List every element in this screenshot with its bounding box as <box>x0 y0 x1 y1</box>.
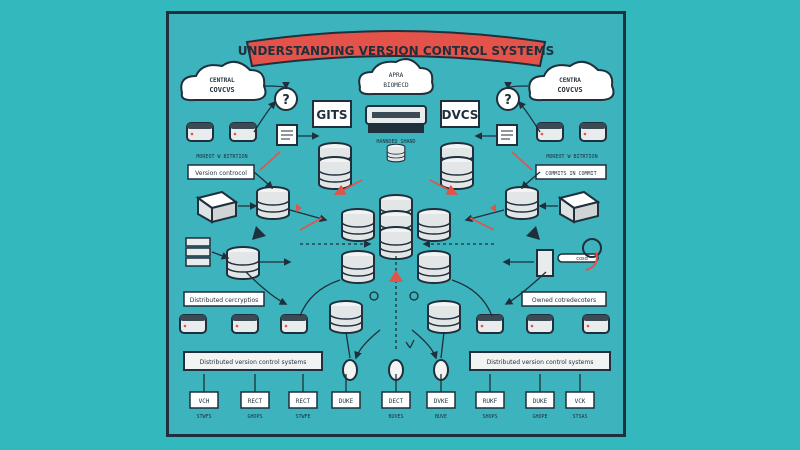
bottom-card-label: RECT <box>248 398 263 405</box>
connector-lines <box>211 81 558 360</box>
bottom-card: VCH STWFS <box>189 374 219 420</box>
banner-left: Distributed version control systems <box>183 351 323 371</box>
link-icons <box>369 291 419 349</box>
database-icon-mid-right <box>417 208 451 242</box>
accent-arrows <box>259 151 533 231</box>
bottom-card-caption: STWFS <box>196 414 211 420</box>
drive-row <box>179 314 610 334</box>
node-cluster-left: MOREOT W BITRTION <box>186 122 298 160</box>
bottom-card: RECT STWFE <box>288 374 318 420</box>
bottom-card-caption: GHOPS <box>247 414 262 420</box>
cloud-label-left-2: COVCVS <box>209 86 234 94</box>
dvcs-label: DVCS <box>442 108 479 122</box>
cloud-icon-left: CENTRAL COVCVS <box>180 60 267 102</box>
terminal-icon-left <box>195 190 239 224</box>
cloud-label-right-2: COVCVS <box>557 86 582 94</box>
database-icon-side-right <box>505 186 539 220</box>
question-icon-right: ? <box>496 87 520 111</box>
node-cluster-right: MOREOT W BITRTION <box>496 122 607 160</box>
cloud-label-right-1: CENTRA <box>559 77 581 84</box>
dvcs-box: DVCS <box>440 100 480 128</box>
bottom-card-label: DVKE <box>434 398 449 405</box>
cloud-icon-center: APRA BIOMECD <box>358 58 434 96</box>
banner-right: Distributed version control systems <box>469 351 611 371</box>
svg-text:?: ? <box>282 93 290 108</box>
bottom-card-box <box>189 391 219 409</box>
svg-text:Distributed version control sy: Distributed version control systems <box>200 359 307 366</box>
label-commits: COMMITS IN COMMIT <box>535 164 607 180</box>
database-icon-upper-left <box>318 142 352 190</box>
bottom-card-label: RECT <box>296 398 311 405</box>
label-version-control: Version controcol <box>187 164 255 180</box>
cloud-label-center-2: BIOMECD <box>383 82 409 89</box>
bottom-card: DUKE <box>331 374 361 409</box>
svg-text:Distributed cercryptios: Distributed cercryptios <box>190 297 259 304</box>
server-caption: HANNOED SHAND <box>376 139 415 145</box>
bottom-card: DECT BUVES <box>381 374 411 420</box>
svg-text:Distributed version control sy: Distributed version control systems <box>487 359 594 366</box>
bottom-card-label: VCH <box>199 398 210 405</box>
right-node-caption: MOREOT W BITRTION <box>546 154 597 160</box>
bottom-card-box <box>288 391 318 409</box>
label-owned: Owned cotredecoters <box>521 291 607 307</box>
stack-icon-left <box>185 237 211 267</box>
bottom-card-box <box>240 391 270 409</box>
title-ribbon: UNDERSTANDING VERSION CONTROL SYSTEMS <box>238 30 555 68</box>
bottom-card-caption: STWFE <box>295 414 310 420</box>
cloud-label-center-1: APRA <box>389 72 404 79</box>
diagram-title: UNDERSTANDING VERSION CONTROL SYSTEMS <box>238 44 555 58</box>
cloud-icon-right: CENTRA COVCVS <box>528 60 615 102</box>
bottom-card: RECT GHOPS <box>240 374 270 420</box>
brush-icon: cosd <box>536 238 602 277</box>
bottom-card-label: DECT <box>389 398 404 405</box>
bottom-card-caption: STSAS <box>572 414 587 420</box>
bottom-card-box <box>331 391 361 409</box>
svg-text:?: ? <box>504 93 512 108</box>
bottom-card-label: DUKE <box>339 398 354 405</box>
bottom-card: RUKF SHOPS <box>475 374 505 420</box>
gits-label: GITS <box>316 108 347 122</box>
bottom-card-label: DUKE <box>533 398 548 405</box>
bottom-card-label: RUKF <box>483 398 498 405</box>
database-icon-mid-left <box>341 208 375 242</box>
bottom-card-box <box>426 391 456 409</box>
svg-text:Owned cotredecoters: Owned cotredecoters <box>532 297 596 304</box>
bottom-card: DVKE BUVE <box>426 374 456 420</box>
database-icon-upper-right <box>440 142 474 190</box>
bottom-card-box <box>565 391 595 409</box>
arrow-icon-sides <box>252 204 540 240</box>
bottom-card-caption: BUVES <box>388 414 403 420</box>
database-icon-lower-stacks <box>329 300 461 334</box>
bottom-card-caption: GHOPE <box>532 414 547 420</box>
branch-label: cosd <box>576 256 588 262</box>
bottom-card-box <box>381 391 411 409</box>
gits-box: GITS <box>312 100 352 128</box>
bottom-card-caption: SHOPS <box>482 414 497 420</box>
question-icon-left: ? <box>274 87 298 111</box>
arrow-icon-center <box>389 270 403 282</box>
left-node-caption: MOREOT W BITRTION <box>196 154 247 160</box>
server-icon: HANNOED SHAND <box>365 105 427 163</box>
bottom-card-box <box>525 391 555 409</box>
bottom-card-box <box>475 391 505 409</box>
bottom-card: VCK STSAS <box>565 374 595 420</box>
bottom-card-label: VCK <box>575 398 586 405</box>
database-icon-low-left <box>341 250 375 284</box>
label-distributed-ecosystem: Distributed cercryptios <box>183 291 265 307</box>
svg-text:COMMITS IN COMMIT: COMMITS IN COMMIT <box>545 171 596 177</box>
terminal-icon-right <box>557 190 601 224</box>
bottom-card-caption: BUVE <box>435 414 447 420</box>
cloud-label-left-1: CENTRAL <box>209 77 235 84</box>
database-icon-center <box>379 194 413 260</box>
svg-text:Version controcol: Version controcol <box>195 170 247 177</box>
bottom-card: DUKE GHOPE <box>525 374 555 420</box>
database-icon-low-right <box>417 250 451 284</box>
